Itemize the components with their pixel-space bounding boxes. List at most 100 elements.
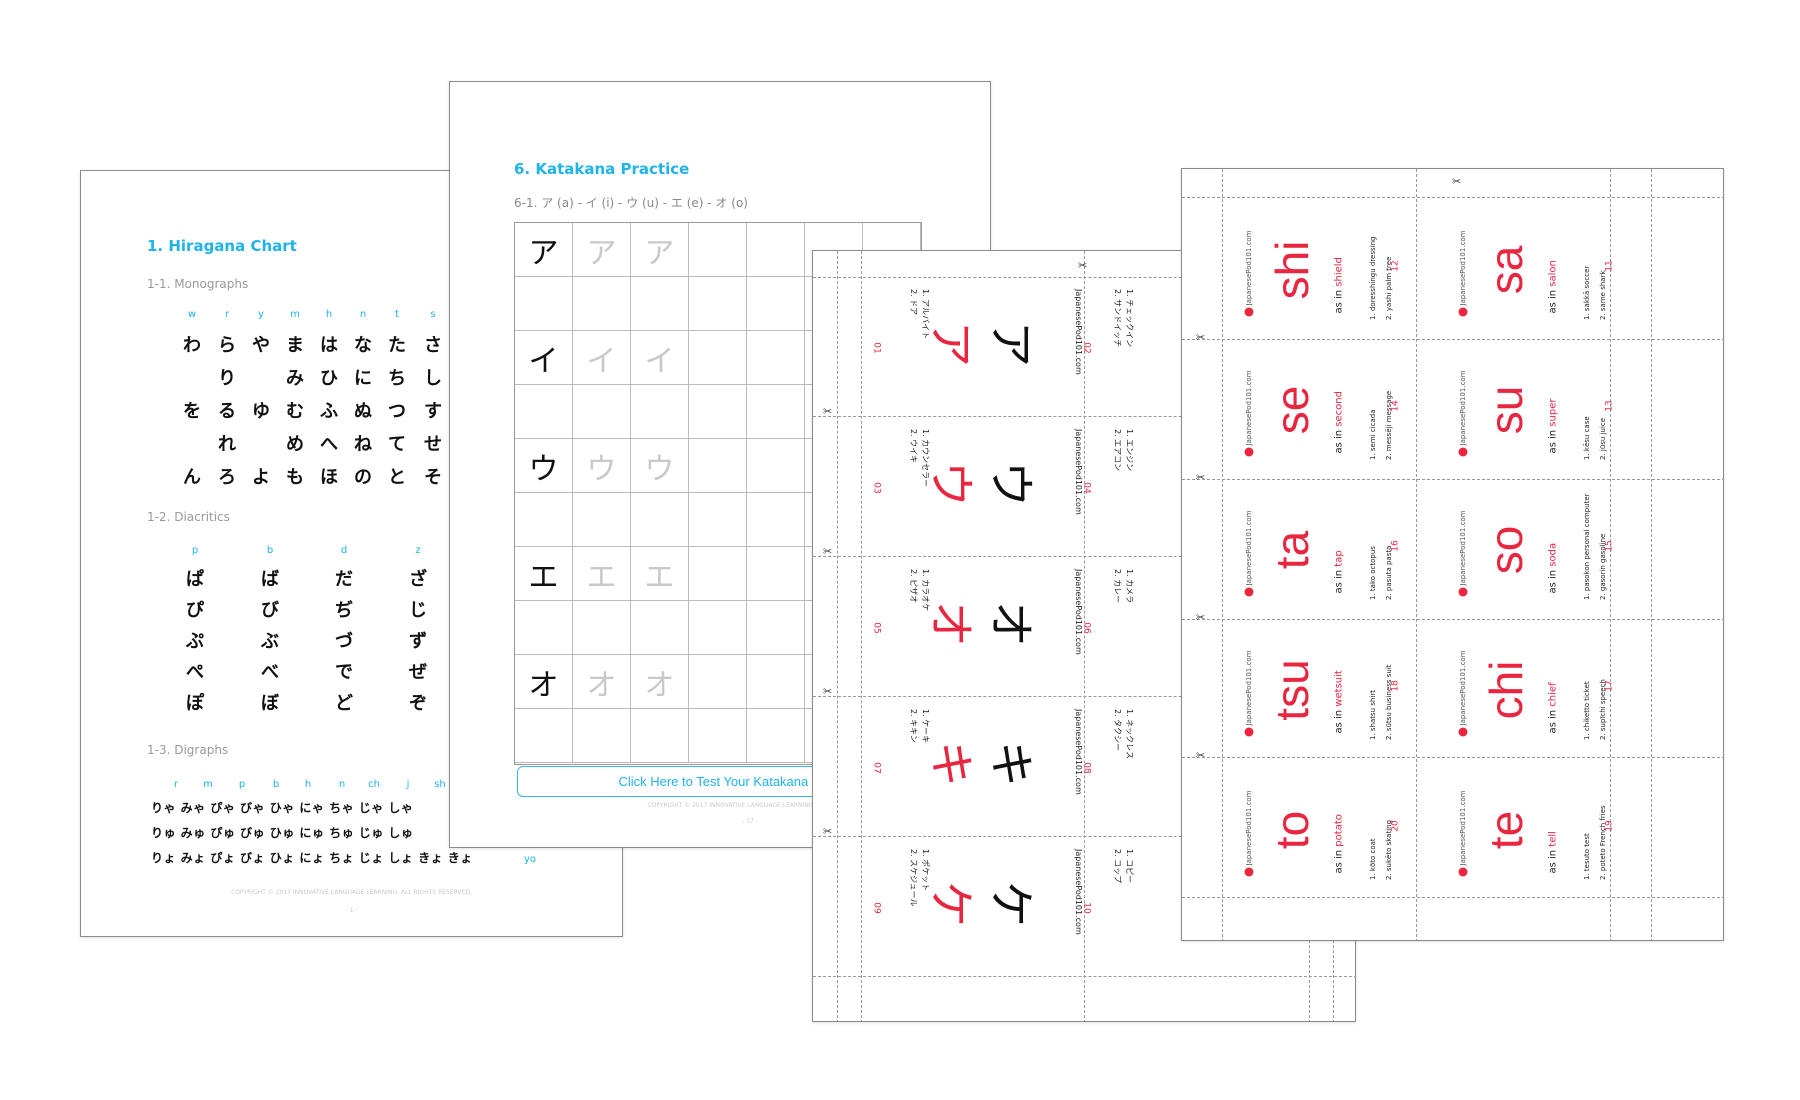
example-word: 1. カウンセラー: [921, 429, 930, 488]
example-word: 1. カラオケ: [921, 569, 930, 612]
practice-cell: [631, 709, 689, 763]
logo: JapanesePod101.com: [1458, 627, 1468, 737]
kana-cell: ん: [183, 467, 201, 488]
kana-cell: ろ: [218, 467, 236, 488]
kana-cell: す: [424, 401, 442, 422]
practice-cell: [747, 601, 805, 655]
kana-cell: ど: [335, 693, 353, 714]
example-1: 1. semi cicada: [1369, 409, 1377, 460]
consonant-label: sh: [434, 779, 446, 790]
practice-cell: オ: [515, 655, 573, 709]
practice-cell: [747, 655, 805, 709]
kana-cell: へ: [320, 434, 338, 455]
as-in-prefix: as in: [1333, 706, 1345, 734]
practice-cell: [689, 547, 747, 601]
logo-text: JapanesePod101.com: [1074, 289, 1083, 375]
cut-line: [1182, 197, 1723, 198]
romaji-syllable: sa: [1480, 245, 1532, 295]
practice-cell: [747, 223, 805, 277]
practice-cell: [747, 331, 805, 385]
kana-cell: ず: [409, 631, 427, 652]
cut-line: [1084, 251, 1085, 1021]
as-in-prefix: as in: [1547, 286, 1559, 314]
scissors-icon: ✂: [1196, 611, 1206, 624]
example-word: 2. サンドイッチ: [1113, 289, 1122, 348]
scissors-icon: ✂: [1078, 259, 1088, 272]
kana-cell: る: [218, 401, 236, 422]
practice-cell: イ: [573, 331, 631, 385]
as-in-text: as in shield: [1333, 224, 1345, 313]
practice-cell: [631, 385, 689, 439]
logo: JapanesePod101.com: [1458, 347, 1468, 457]
practice-cell: イ: [631, 331, 689, 385]
practice-cell: [747, 709, 805, 763]
logo: JapanesePod101.com: [1244, 627, 1254, 737]
scissors-icon: ✂: [823, 405, 833, 418]
kana-cell: て: [388, 434, 406, 455]
logo-icon: [1458, 867, 1468, 877]
as-in-prefix: as in: [1547, 426, 1559, 454]
example-word: 2. ウイキ: [909, 429, 918, 464]
example-word: 1. ポケット: [921, 849, 930, 892]
practice-cell: [631, 493, 689, 547]
practice-cell: [689, 439, 747, 493]
logo-text: JapanesePod101.com: [1245, 230, 1253, 306]
kana-cell: ぜ: [409, 662, 427, 683]
kana-cell: つ: [388, 401, 406, 422]
consonant-label: b: [272, 779, 280, 790]
kana-cell: ひ: [320, 368, 338, 389]
logo-text: JapanesePod101.com: [1074, 709, 1083, 795]
section-heading-digraphs: 1-3. Digraphs: [147, 743, 229, 757]
as-in-word: shield: [1333, 257, 1345, 287]
practice-cell: ウ: [515, 439, 573, 493]
kana-cell: む: [286, 401, 304, 422]
example-word: 2. カレー: [1113, 569, 1122, 604]
kana-cell: ね: [354, 434, 372, 455]
logo-icon: [1244, 867, 1254, 877]
logo: JapanesePod101.com: [1458, 487, 1468, 597]
practice-cell: [747, 439, 805, 493]
kana-cell: ゆ: [252, 401, 270, 422]
as-in-word: tap: [1333, 550, 1345, 567]
consonant-label: n: [338, 779, 346, 790]
cut-line: [1610, 169, 1611, 940]
practice-cell: [515, 277, 573, 331]
example-1: 1. tako octopus: [1369, 546, 1377, 600]
example-1: 1. shatsu shirt: [1369, 690, 1377, 740]
kana-cell: せ: [424, 434, 442, 455]
romaji-syllable: su: [1480, 385, 1532, 435]
practice-cell: [631, 601, 689, 655]
romaji-syllable: chi: [1480, 660, 1532, 720]
kana-cell: び: [261, 600, 279, 621]
practice-cell: エ: [573, 547, 631, 601]
cut-line: [1182, 619, 1723, 620]
as-in-prefix: as in: [1547, 566, 1559, 594]
cut-line: [1182, 897, 1723, 898]
logo-text: JapanesePod101.com: [1074, 569, 1083, 655]
card-number: 04: [1081, 482, 1092, 494]
kana-cell: ち: [388, 368, 406, 389]
practice-cell: エ: [631, 547, 689, 601]
logo-text: JapanesePod101.com: [1459, 510, 1467, 586]
logo-icon: [1244, 727, 1254, 737]
logo: JapanesePod101.com: [1244, 487, 1254, 597]
digraph-row: りゃ みゃ ぴゃ びゃ ひゃ にゃ ちゃ じゃ しゃ: [151, 801, 414, 815]
practice-cell: [689, 223, 747, 277]
logo: JapanesePod101.com: [1244, 207, 1254, 317]
example-1: 1. sakkā soccer: [1583, 265, 1591, 320]
as-in-prefix: as in: [1333, 846, 1345, 874]
kana-cell: み: [286, 368, 304, 389]
practice-cell: ア: [573, 223, 631, 277]
logo-icon: [1244, 587, 1254, 597]
logo-text: JapanesePod101.com: [1459, 230, 1467, 306]
logo-text: JapanesePod101.com: [1459, 370, 1467, 446]
practice-cell: [689, 655, 747, 709]
consonant-label: d: [340, 545, 348, 556]
practice-cell: オ: [573, 655, 631, 709]
